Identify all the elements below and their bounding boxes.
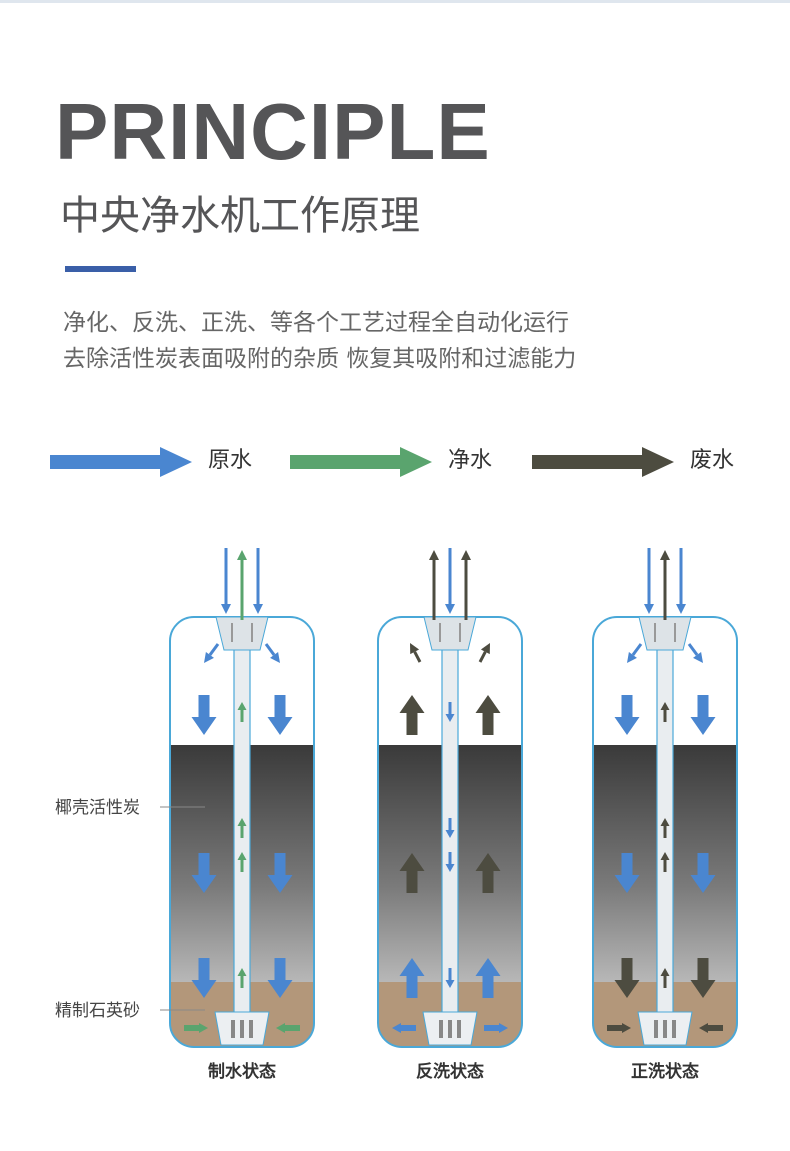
inlet-arrow-2 bbox=[253, 548, 263, 614]
bottom-arrow-left bbox=[607, 1023, 631, 1033]
tank-production: 制水状态 bbox=[169, 548, 315, 1082]
outlet-arrow-2 bbox=[461, 550, 471, 620]
page-title-en: PRINCIPLE bbox=[55, 87, 491, 176]
description-line-1: 净化、反洗、正洗、等各个工艺过程全自动化运行 bbox=[63, 310, 569, 336]
outlet-arrow-1 bbox=[237, 550, 247, 620]
bottom-arrow-right bbox=[484, 1023, 508, 1033]
center-tube bbox=[656, 616, 674, 1015]
tube-arrow-0 bbox=[237, 702, 247, 722]
top-distributor bbox=[215, 616, 269, 651]
flow-arrow-right-1 bbox=[475, 853, 501, 893]
inlet-arrow-2 bbox=[676, 548, 686, 614]
bottom-arrow-right bbox=[699, 1023, 723, 1033]
flow-arrow-left-1 bbox=[399, 853, 425, 893]
legend-arrow-raw-water bbox=[50, 447, 192, 477]
flow-arrow-left-2 bbox=[399, 958, 425, 998]
tube-arrow-3 bbox=[660, 968, 670, 988]
tube-arrow-2 bbox=[237, 852, 247, 872]
title-accent-bar bbox=[65, 266, 136, 272]
tube-arrow-0 bbox=[445, 702, 455, 722]
flow-arrow-left-0 bbox=[399, 695, 425, 735]
legend-label-waste-water: 废水 bbox=[690, 448, 735, 473]
tube-arrow-1 bbox=[237, 818, 247, 838]
diagonal-arrow-right bbox=[687, 643, 703, 663]
legend-arrow-pure-water bbox=[290, 447, 432, 477]
inlet-arrow-1 bbox=[445, 548, 455, 614]
flow-arrow-left-2 bbox=[191, 958, 217, 998]
inlet-arrow-0 bbox=[221, 548, 231, 614]
description-line-2: 去除活性炭表面吸附的杂质 恢复其吸附和过滤能力 bbox=[63, 346, 577, 372]
diagonal-arrow-right bbox=[478, 643, 490, 663]
flow-arrow-right-0 bbox=[690, 695, 716, 735]
legend-label-pure-water: 净水 bbox=[448, 448, 493, 473]
flow-arrow-right-2 bbox=[690, 958, 716, 998]
flow-arrow-right-2 bbox=[475, 958, 501, 998]
bottom-arrow-right bbox=[276, 1023, 300, 1033]
tube-arrow-3 bbox=[237, 968, 247, 988]
center-tube bbox=[441, 616, 459, 1015]
label-carbon-layer: 椰壳活性炭 bbox=[55, 798, 140, 818]
top-divider-line bbox=[0, 0, 790, 3]
legend-label-raw-water: 原水 bbox=[208, 448, 253, 473]
tank-caption: 正洗状态 bbox=[631, 1061, 699, 1082]
flow-arrow-right-0 bbox=[267, 695, 293, 735]
tank-rinse: 正洗状态 bbox=[592, 548, 738, 1082]
flow-arrow-left-2 bbox=[614, 958, 640, 998]
tube-arrow-1 bbox=[660, 818, 670, 838]
tube-arrow-0 bbox=[660, 702, 670, 722]
flow-arrow-left-0 bbox=[614, 695, 640, 735]
bottom-arrow-left bbox=[392, 1023, 416, 1033]
tube-arrow-2 bbox=[445, 852, 455, 872]
flow-arrow-right-0 bbox=[475, 695, 501, 735]
top-distributor bbox=[638, 616, 692, 651]
bottom-arrow-left bbox=[184, 1023, 208, 1033]
flow-arrow-right-1 bbox=[690, 853, 716, 893]
outlet-arrow-0 bbox=[429, 550, 439, 620]
diagonal-arrow-left bbox=[204, 643, 220, 663]
top-distributor bbox=[423, 616, 477, 651]
center-tube bbox=[233, 616, 251, 1015]
tube-arrow-1 bbox=[445, 818, 455, 838]
page-title-cn: 中央净水机工作原理 bbox=[60, 193, 420, 239]
legend-arrow-waste-water bbox=[532, 447, 674, 477]
flow-arrow-right-1 bbox=[267, 853, 293, 893]
diagonal-arrow-right bbox=[264, 643, 280, 663]
tube-arrow-2 bbox=[660, 852, 670, 872]
diagonal-arrow-left bbox=[627, 643, 643, 663]
tank-caption: 反洗状态 bbox=[416, 1061, 484, 1082]
diagonal-arrow-left bbox=[410, 643, 422, 663]
outlet-arrow-1 bbox=[660, 550, 670, 620]
tank-backwash: 反洗状态 bbox=[377, 548, 523, 1082]
flow-arrow-left-0 bbox=[191, 695, 217, 735]
tank-caption: 制水状态 bbox=[208, 1061, 276, 1082]
flow-arrow-left-1 bbox=[614, 853, 640, 893]
label-quartz-sand: 精制石英砂 bbox=[55, 1001, 140, 1021]
flow-arrow-left-1 bbox=[191, 853, 217, 893]
tube-arrow-3 bbox=[445, 968, 455, 988]
inlet-arrow-0 bbox=[644, 548, 654, 614]
flow-arrow-right-2 bbox=[267, 958, 293, 998]
